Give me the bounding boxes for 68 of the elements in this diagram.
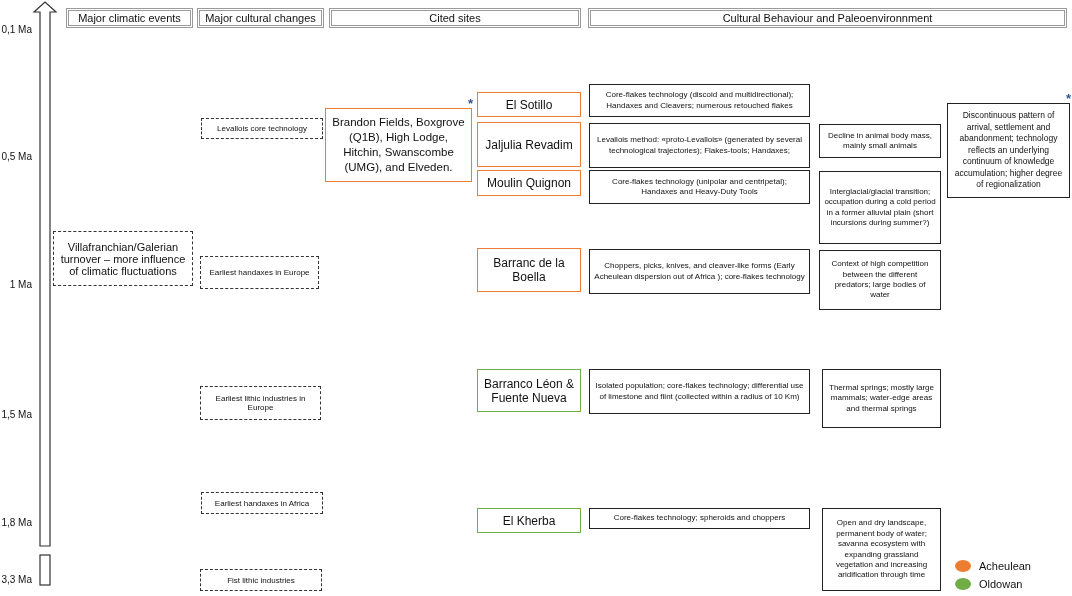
event-text: Earliest lithic industries in Europe <box>214 394 307 412</box>
legend-label: Acheulean <box>979 560 1031 572</box>
description-text: Levallois method: «proto-Levallois» (generated by several technological trajectories); Flakes-tools; Handaxes; <box>596 135 803 156</box>
description-text: Context of high competition between the different predators; large bodies of water <box>830 259 930 301</box>
site-box <box>477 170 581 196</box>
axis-tick-label: 1,8 Ma <box>1 517 32 528</box>
description-text: Thermal springs; mostly large mammals; water-edge areas and thermal springs <box>828 382 935 415</box>
legend-label: Oldowan <box>979 578 1023 590</box>
site-name: El Sotillo <box>505 97 553 112</box>
site-box <box>477 248 581 292</box>
description-text: Interglacial/glacial transition; occupation during a cold period in a former alluvial plain (short incursions during summer?) <box>824 186 936 229</box>
footnote-mark: * <box>468 97 474 110</box>
site-name: Barranc de la Boella <box>492 256 566 284</box>
column-header: Cultural Behaviour and Paleoenvironnment <box>722 12 933 24</box>
description-text: Decline in animal body mass, mainly small animals <box>826 130 933 152</box>
description-box <box>822 369 941 428</box>
description-text: Isolated population; core-flakes technology; differential use of limestone and flint (collected within a radius of 10 Km) <box>594 381 805 402</box>
event-box <box>200 256 319 289</box>
column-header: Cited sites <box>429 12 481 24</box>
description-box <box>589 84 810 117</box>
event-text: Earliest handaxes in Africa <box>214 498 310 508</box>
event-box <box>201 492 323 514</box>
description-text: Open and dry landscape, permanent body of water; savanna ecosystem with expanding grassland vegetation and increasing aridification through time <box>834 518 929 581</box>
axis-tick-label: 0,1 Ma <box>1 24 32 35</box>
column-header-box <box>588 8 1067 28</box>
event-text: Levallois core technology <box>217 124 307 133</box>
column-header: Major climatic events <box>78 12 181 24</box>
axis-tick-label: 1,5 Ma <box>1 409 32 420</box>
event-text: Earliest handaxes in Europe <box>209 268 310 277</box>
site-name: Jaljulia Revadim <box>485 137 573 152</box>
column-header-box <box>329 8 581 28</box>
description-box <box>589 249 810 294</box>
axis-tick-label: 1 Ma <box>9 279 32 290</box>
description-box <box>819 124 941 158</box>
event-box <box>200 386 321 420</box>
description-text: Choppers, picks, knives, and cleaver-like forms (Early Acheulean dispersion out of Africa ); core-flakes technology <box>594 261 805 282</box>
description-box <box>589 170 810 204</box>
description-box <box>822 508 941 591</box>
description-box <box>589 369 810 414</box>
footnote-mark: * <box>1066 92 1072 105</box>
description-box <box>819 250 941 310</box>
event-box <box>53 231 193 286</box>
event-box <box>200 569 322 591</box>
axis-tick-label: 3,3 Ma <box>1 574 32 585</box>
column-header: Major cultural changes <box>205 12 316 24</box>
site-name: Barranco Léon & Fuente Nueva <box>482 376 576 405</box>
description-text: Discontinuous pattern of arrival, settlement and abandonment; technology reflects an underlying continuum of knowledge accumulation; higher degree of regionalization <box>953 110 1064 191</box>
site-box <box>477 92 581 117</box>
site-box <box>477 508 581 533</box>
site-name: El Kherba <box>502 513 556 528</box>
description-box <box>947 103 1070 198</box>
description-box <box>819 171 941 244</box>
description-text: Core-flakes technology; spheroids and choppers <box>613 513 786 524</box>
event-box <box>201 118 323 139</box>
site-name: Moulin Quignon <box>486 176 572 190</box>
column-header-box <box>197 8 324 28</box>
description-text: Core-flakes technology (unipolar and centripetal); Handaxes and Heavy-Duty Tools <box>611 176 788 198</box>
event-text: Fist lithic industries <box>227 575 295 585</box>
column-header-box <box>66 8 193 28</box>
axis-tick-label: 0,5 Ma <box>1 151 32 162</box>
description-box <box>589 123 810 168</box>
description-text: Core-flakes technology (discoid and multidirectional); Handaxes and Cleavers; numerous retouched flakes <box>604 90 795 111</box>
description-box <box>589 508 810 529</box>
site-box <box>477 369 581 412</box>
event-text: Villafranchian/Galerian turnover – more influence of climatic fluctuations <box>59 240 187 277</box>
site-box <box>477 122 581 167</box>
site-name: Brandon Fields, Boxgrove (Q1B), High Lodge, Hitchin, Swanscombe (UMG), and Elveden. <box>332 115 465 175</box>
site-box <box>325 108 472 182</box>
